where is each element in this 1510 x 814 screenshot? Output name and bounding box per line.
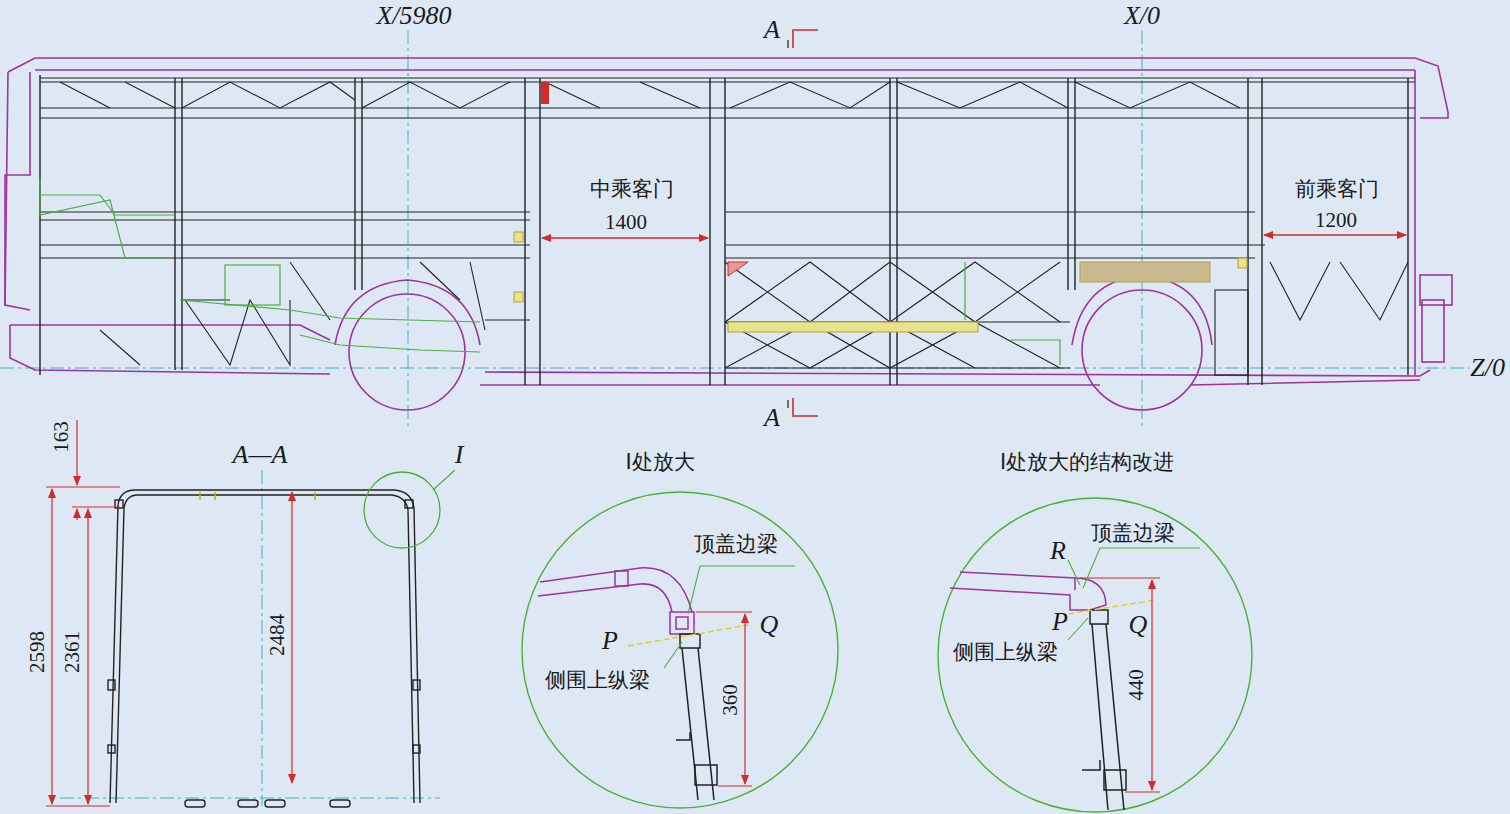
part-name: 侧围上纵梁: [952, 641, 1059, 664]
dimension: 440: [1125, 668, 1148, 702]
part-name: 顶盖边梁: [693, 533, 779, 556]
dimension: 2361: [61, 630, 84, 674]
point-mark: R: [1049, 537, 1067, 566]
part-name: 顶盖边梁: [1090, 522, 1176, 545]
point-mark: Q: [759, 611, 780, 640]
section-title: A—A: [232, 441, 289, 470]
dimension: 1200: [1314, 209, 1358, 232]
point-mark: P: [601, 627, 619, 656]
section-mark: A: [763, 16, 781, 45]
dimension: 360: [719, 683, 742, 717]
dimension: 163: [50, 420, 73, 454]
detail-title: I处放大的结构改进: [999, 451, 1175, 474]
dimension: 2484: [266, 613, 289, 657]
door-name: 前乘客门: [1294, 178, 1380, 201]
station-mark: X/0: [1123, 2, 1161, 31]
dimension: 2598: [26, 630, 49, 674]
station-mark: X/5980: [375, 2, 452, 31]
point-mark: P: [1051, 608, 1069, 637]
dimension: 1400: [604, 211, 648, 234]
detail-title: I处放大: [624, 451, 695, 474]
part-name: 侧围上纵梁: [544, 669, 651, 692]
detail-mark: I: [454, 441, 465, 470]
point-mark: Q: [1128, 611, 1149, 640]
section-mark: A: [763, 404, 781, 433]
datum-mark: Z/0: [1469, 354, 1506, 383]
door-name: 中乘客门: [589, 178, 675, 201]
